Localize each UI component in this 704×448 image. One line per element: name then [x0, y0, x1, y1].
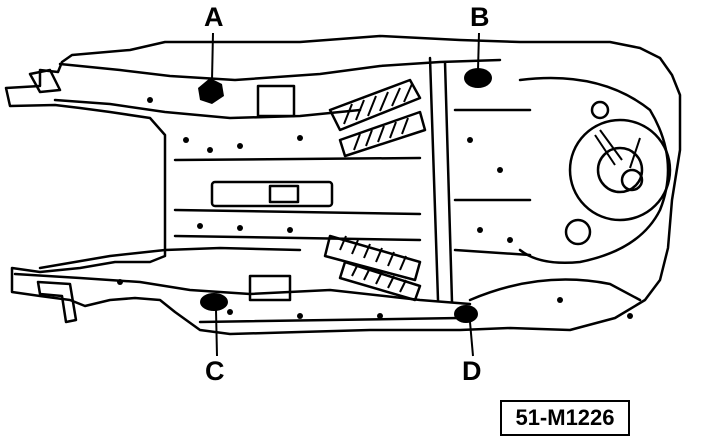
leader-line-d — [469, 321, 474, 357]
rear-wheel-hub-inner — [596, 146, 644, 194]
rear-wheel-arch — [518, 76, 670, 265]
rear-mount-upper — [590, 100, 610, 120]
leader-line-c — [215, 309, 218, 357]
bracket-a — [256, 84, 296, 118]
upper-ribbed-panel — [328, 78, 422, 132]
center-pillar — [428, 56, 440, 302]
cross-member-6 — [453, 248, 532, 257]
callout-label-b: B — [470, 2, 490, 32]
central-box — [210, 180, 334, 208]
callout-label-c: C — [205, 356, 225, 386]
marker-a — [198, 78, 224, 104]
cross-member-1 — [173, 156, 422, 162]
front-tab-upper — [28, 68, 62, 94]
rear-wheel-hub-outer — [568, 118, 672, 222]
front-tab-lower — [36, 280, 78, 324]
marker-d — [454, 305, 478, 323]
figure-id-box: 51-M1226 — [500, 400, 630, 436]
marker-b — [464, 68, 492, 88]
upper-frame-rail — [58, 58, 502, 82]
cross-member-3 — [173, 234, 422, 242]
central-box-inner — [268, 184, 300, 204]
bracket-c — [248, 274, 292, 302]
upper-frame-rail-lower — [53, 98, 362, 120]
lower-ribbed-panel-2 — [338, 260, 422, 302]
leader-line-a — [211, 32, 214, 81]
upper-ribbed-panel-2 — [338, 110, 427, 158]
callout-label-a: A — [204, 2, 224, 32]
callout-label-d: D — [462, 356, 482, 386]
lower-ribbed-panel — [323, 234, 422, 282]
sill-line — [198, 316, 462, 324]
rear-mount — [564, 218, 592, 246]
lower-frame-rail-upper — [38, 246, 302, 270]
body-outline — [4, 34, 682, 336]
marker-c — [200, 293, 228, 311]
center-pillar-inner — [443, 60, 454, 304]
cross-member-2 — [173, 208, 422, 216]
rear-wheel-hub-center — [620, 168, 644, 192]
leader-line-b — [477, 32, 480, 71]
rear-arch-lower — [468, 278, 642, 302]
